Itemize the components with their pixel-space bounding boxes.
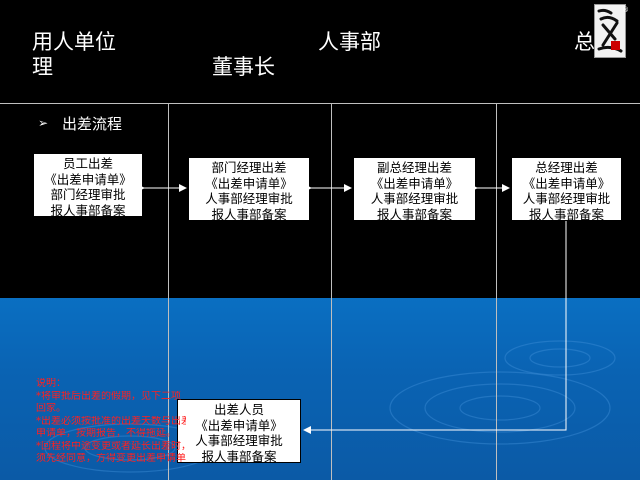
box-line: 《出差申请单》 (44, 171, 132, 187)
box-line: 人事部经理审批 (370, 191, 459, 206)
note-line: 申请单，按期报告，不得拖延。 (36, 428, 176, 439)
box-line: 《出差申请单》 (370, 175, 459, 191)
box-line: 部门经理出差 (211, 160, 287, 175)
box-line: 人事部经理审批 (522, 191, 611, 206)
note-line: *出差必须按批准的出差天数与出差 (36, 415, 186, 427)
note-line: *将审批后出差的假期，见下二项 (36, 390, 181, 402)
box-travel-staff: 出差人员 《出差申请单》 人事部经理审批 报人事部备案 (177, 399, 301, 464)
box-vice-gm-travel: 副总经理出差 《出差申请单》 人事部经理审批 报人事部备案 (353, 157, 476, 222)
header-divider (0, 103, 640, 104)
chevron-right-icon: ➢ (38, 116, 49, 130)
box-line: 员工出差 (62, 156, 113, 171)
box-employee-travel: 员工出差 《出差申请单》 部门经理审批 报人事部备案 (33, 153, 143, 218)
box-line: 报人事部备案 (201, 448, 277, 464)
box-line: 副总经理出差 (376, 160, 452, 175)
note-line: 须先经同意，方得变更出差申请单 (36, 453, 186, 464)
section-title: 出差流程 (62, 115, 123, 133)
notes: 说明： *将审批后出差的假期，见下二项 回家。 *出差必须按批准的出差天数与出差… (36, 378, 186, 466)
box-line: 《出差申请单》 (522, 175, 611, 191)
box-line: 人事部经理审批 (205, 191, 293, 206)
lane-divider-1 (168, 104, 169, 480)
lane-divider-3 (496, 104, 497, 480)
header-col-hr: 人事部 (318, 30, 381, 54)
registered-icon: ® (622, 6, 629, 14)
box-line: 《出差申请单》 (195, 417, 283, 433)
box-line: 部门经理审批 (50, 187, 126, 202)
box-line: 人事部经理审批 (195, 433, 283, 448)
header-col-chairman: 董事长 (212, 55, 275, 79)
calligraphy-logo (594, 4, 626, 58)
header-col-employer: 用人单位 (32, 30, 116, 54)
box-line: 报人事部备案 (376, 206, 452, 222)
lane-divider-2 (331, 104, 332, 480)
box-line: 报人事部备案 (528, 206, 604, 222)
header-col-gm-cont: 理 (32, 55, 53, 79)
note-line: 说明： (36, 378, 66, 389)
box-line: 报人事部备案 (50, 202, 126, 218)
box-line: 《出差申请单》 (205, 175, 293, 191)
note-line: 回家。 (36, 403, 66, 414)
box-line: 总经理出差 (535, 160, 598, 175)
box-line: 出差人员 (213, 402, 264, 417)
arrow-gm-to-staff (303, 221, 567, 434)
note-line: *回程将中途变更或者延长出差时，必 (36, 440, 186, 452)
water-ripples (44, 340, 616, 473)
box-gm-travel: 总经理出差 《出差申请单》 人事部经理审批 报人事部备案 (511, 157, 622, 222)
box-line: 报人事部备案 (211, 206, 287, 222)
blue-background (0, 298, 640, 480)
